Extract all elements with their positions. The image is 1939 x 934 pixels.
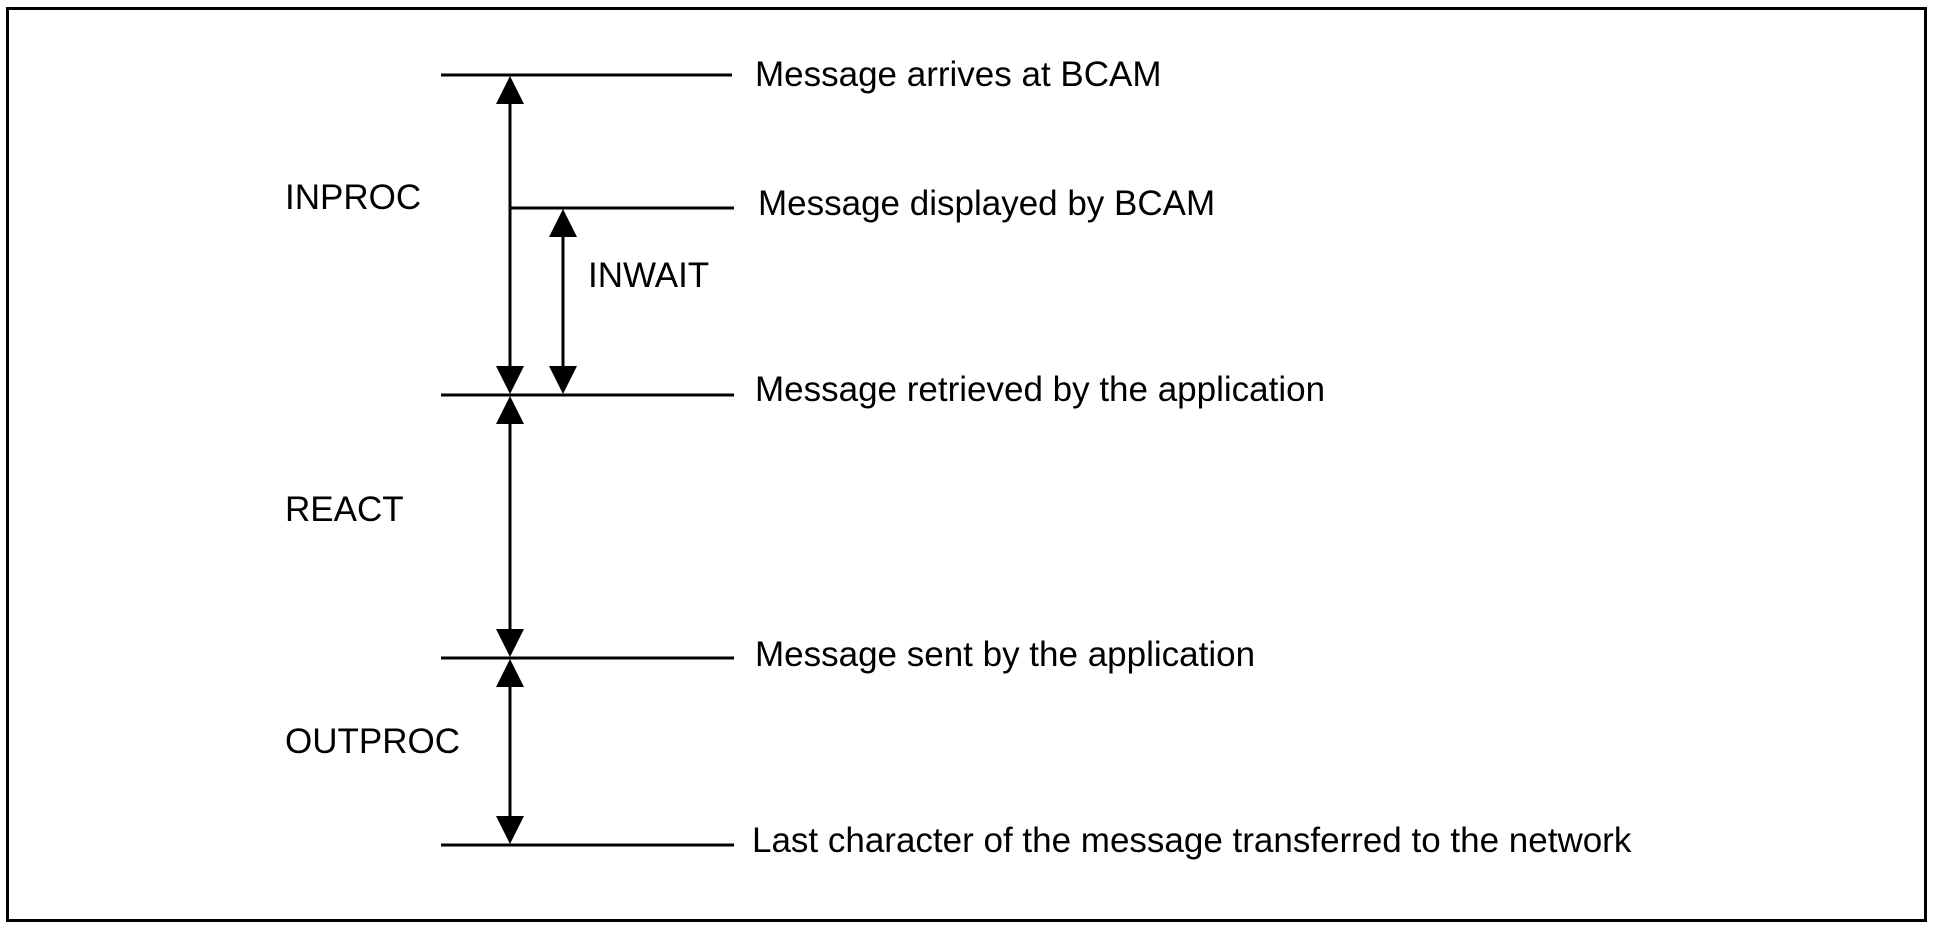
inwait-arrow [549, 209, 577, 394]
event-label-displayed: Message displayed by BCAM [758, 184, 1215, 223]
inproc-arrow [496, 76, 524, 394]
event-label-arrives: Message arrives at BCAM [755, 55, 1162, 94]
event-label-sent: Message sent by the application [755, 635, 1255, 674]
interval-label-outproc: OUTPROC [285, 722, 460, 761]
outproc-arrow [496, 659, 524, 844]
event-label-retrieved: Message retrieved by the application [755, 370, 1325, 409]
react-arrow [496, 396, 524, 657]
interval-label-inwait: INWAIT [588, 256, 709, 295]
interval-label-react: REACT [285, 490, 404, 529]
interval-label-inproc: INPROC [285, 178, 421, 217]
event-label-transferred: Last character of the message transferre… [752, 821, 1632, 860]
diagram-frame [6, 7, 1927, 922]
